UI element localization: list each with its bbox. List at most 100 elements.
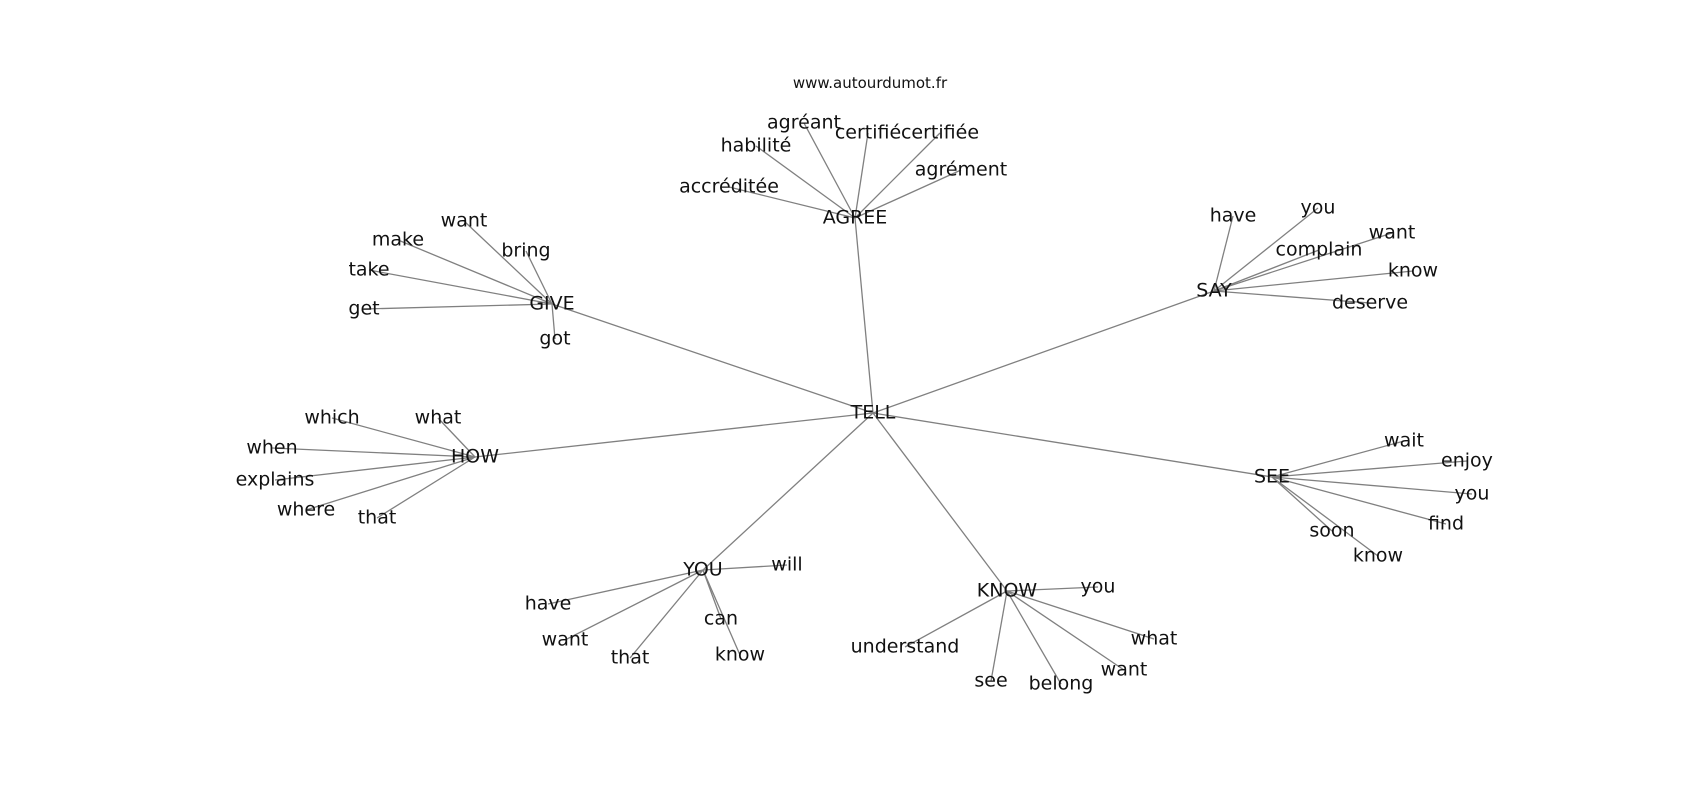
leaf-word-you[interactable]: want bbox=[542, 629, 589, 651]
leaf-word-give[interactable]: take bbox=[348, 259, 389, 281]
leaf-word-how[interactable]: where bbox=[277, 499, 335, 521]
edge-root-agree bbox=[854, 217, 874, 414]
leaf-word-see[interactable]: find bbox=[1428, 513, 1464, 535]
edge-root-say bbox=[872, 290, 1215, 414]
leaf-word-how[interactable]: that bbox=[358, 507, 397, 529]
hub-word-say[interactable]: SAY bbox=[1196, 280, 1232, 302]
leaf-word-agree[interactable]: habilité bbox=[721, 135, 792, 157]
graph-edges bbox=[271, 122, 1473, 685]
edge-know-leaf bbox=[1006, 590, 1062, 685]
edge-agree-leaf bbox=[728, 186, 856, 219]
leaf-word-agree[interactable]: agrément bbox=[915, 159, 1007, 181]
edge-give-leaf bbox=[551, 303, 556, 340]
site-watermark: www.autourdumot.fr bbox=[793, 74, 948, 92]
leaf-word-give[interactable]: get bbox=[348, 298, 379, 320]
leaf-word-say[interactable]: deserve bbox=[1332, 292, 1408, 314]
edge-know-leaf bbox=[1006, 590, 1125, 671]
edge-see-leaf bbox=[1271, 440, 1405, 478]
edge-root-know bbox=[872, 412, 1008, 592]
hub-word-you[interactable]: YOU bbox=[682, 559, 722, 581]
edge-see-leaf bbox=[1271, 460, 1468, 478]
leaf-word-see[interactable]: know bbox=[1353, 545, 1403, 567]
leaf-word-know[interactable]: belong bbox=[1029, 673, 1094, 695]
edge-you-leaf bbox=[702, 569, 741, 656]
leaf-word-say[interactable]: you bbox=[1301, 197, 1336, 219]
leaf-word-you[interactable]: that bbox=[611, 647, 650, 669]
edge-see-leaf bbox=[1271, 476, 1447, 525]
edge-give-leaf bbox=[368, 269, 553, 305]
leaf-word-give[interactable]: bring bbox=[501, 240, 550, 262]
leaf-word-say[interactable]: know bbox=[1388, 260, 1438, 282]
edge-how-leaf bbox=[274, 456, 476, 481]
leaf-word-agree[interactable]: certifié bbox=[835, 122, 901, 144]
leaf-word-say[interactable]: complain bbox=[1276, 239, 1363, 261]
edge-root-see bbox=[872, 412, 1273, 478]
hub-word-see[interactable]: SEE bbox=[1254, 466, 1290, 488]
edge-agree-leaf bbox=[755, 145, 856, 219]
edge-agree-leaf bbox=[854, 132, 869, 219]
leaf-word-give[interactable]: want bbox=[441, 210, 488, 232]
hub-word-agree[interactable]: AGREE bbox=[823, 207, 888, 229]
leaf-word-how[interactable]: when bbox=[246, 437, 297, 459]
edge-know-leaf bbox=[1006, 586, 1099, 592]
edge-see-leaf bbox=[1271, 476, 1333, 532]
leaf-word-know[interactable]: what bbox=[1131, 628, 1178, 650]
root-word[interactable]: TELL bbox=[850, 402, 896, 424]
hub-word-give[interactable]: GIVE bbox=[529, 293, 574, 315]
edge-agree-leaf bbox=[854, 132, 941, 219]
edge-you-leaf bbox=[547, 569, 704, 605]
edge-you-leaf bbox=[564, 569, 704, 641]
edge-you-leaf bbox=[629, 569, 704, 659]
edge-know-leaf bbox=[1006, 590, 1155, 640]
edge-how-leaf bbox=[271, 447, 476, 458]
leaf-word-you[interactable]: will bbox=[771, 554, 802, 576]
edge-know-leaf bbox=[990, 590, 1008, 682]
edge-say-leaf bbox=[1213, 290, 1371, 304]
leaf-word-see[interactable]: you bbox=[1455, 483, 1490, 505]
leaf-word-how[interactable]: what bbox=[415, 407, 462, 429]
leaf-word-agree[interactable]: agréant bbox=[767, 112, 841, 134]
leaf-word-know[interactable]: understand bbox=[851, 636, 960, 658]
leaf-word-say[interactable]: want bbox=[1369, 222, 1416, 244]
edge-give-leaf bbox=[363, 303, 553, 310]
leaf-word-see[interactable]: wait bbox=[1384, 430, 1424, 452]
leaf-word-you[interactable]: can bbox=[704, 608, 738, 630]
edge-how-leaf bbox=[305, 456, 476, 511]
edge-root-give bbox=[551, 303, 874, 414]
edge-root-you bbox=[702, 412, 874, 571]
leaf-word-see[interactable]: soon bbox=[1309, 520, 1354, 542]
edge-see-leaf bbox=[1271, 476, 1473, 495]
edge-you-leaf bbox=[702, 564, 788, 571]
edge-how-leaf bbox=[437, 417, 476, 458]
leaf-word-you[interactable]: have bbox=[525, 593, 572, 615]
edge-say-leaf bbox=[1213, 207, 1319, 292]
edge-root-how bbox=[474, 412, 874, 458]
edge-know-leaf bbox=[904, 590, 1008, 648]
leaf-word-see[interactable]: enjoy bbox=[1441, 450, 1493, 472]
edge-how-leaf bbox=[331, 417, 476, 458]
leaf-word-know[interactable]: you bbox=[1081, 576, 1116, 598]
edge-say-leaf bbox=[1213, 270, 1414, 292]
leaf-word-agree[interactable]: accréditée bbox=[679, 176, 779, 198]
edge-agree-leaf bbox=[854, 169, 962, 219]
edge-say-leaf bbox=[1213, 249, 1320, 292]
leaf-word-agree[interactable]: certifiée bbox=[901, 122, 979, 144]
leaf-word-know[interactable]: want bbox=[1101, 659, 1148, 681]
edge-agree-leaf bbox=[803, 122, 856, 219]
edge-say-leaf bbox=[1213, 232, 1393, 292]
edge-give-leaf bbox=[525, 250, 553, 305]
leaf-word-you[interactable]: know bbox=[715, 644, 765, 666]
leaf-word-how[interactable]: explains bbox=[236, 469, 315, 491]
edge-see-leaf bbox=[1271, 476, 1379, 557]
hub-word-know[interactable]: KNOW bbox=[977, 580, 1038, 602]
hub-word-how[interactable]: HOW bbox=[451, 446, 499, 468]
edge-give-leaf bbox=[397, 239, 553, 305]
edge-give-leaf bbox=[463, 220, 553, 305]
leaf-word-say[interactable]: have bbox=[1210, 205, 1257, 227]
leaf-word-how[interactable]: which bbox=[304, 407, 359, 429]
edge-how-leaf bbox=[376, 456, 476, 519]
leaf-word-know[interactable]: see bbox=[974, 670, 1007, 692]
leaf-word-give[interactable]: got bbox=[539, 328, 570, 350]
leaf-word-give[interactable]: make bbox=[372, 229, 424, 251]
